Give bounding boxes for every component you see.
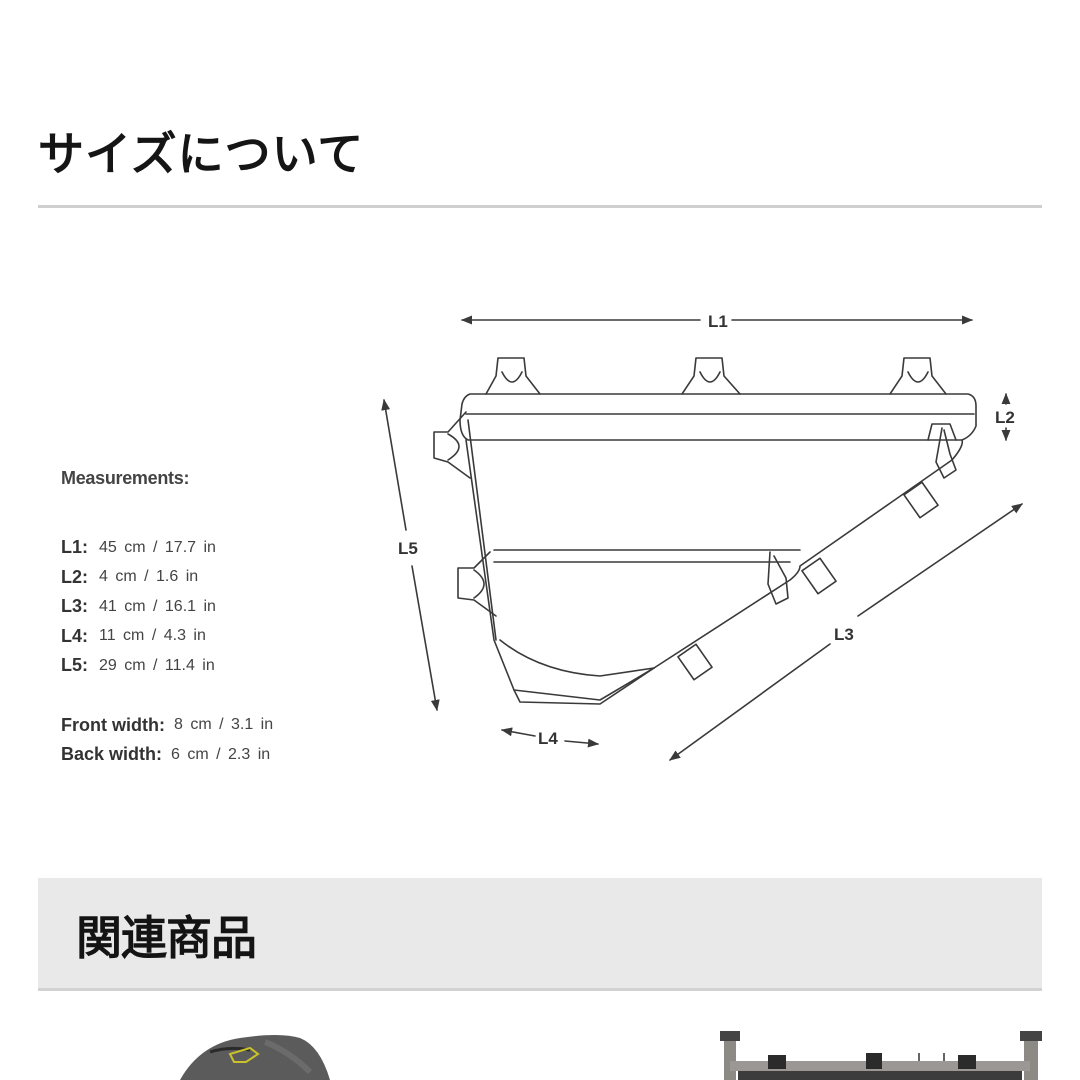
measurement-value: 8 cm / 3.1 in <box>173 716 274 734</box>
l2-label: L2 <box>995 408 1015 427</box>
measurements-heading: Measurements: <box>61 468 190 488</box>
measurement-value: 6 cm / 2.3 in <box>171 745 271 763</box>
measurement-key: L1: <box>61 537 88 558</box>
related-product-1-image[interactable] <box>170 1032 380 1080</box>
measurement-row-l4: L4: 11 cm / 4.3 in <box>61 622 273 652</box>
measurement-row-front-width: Front width: 8 cm / 3.1 in <box>61 711 273 741</box>
measurement-key: Back width: <box>61 744 163 765</box>
measurement-key: L4: <box>61 625 88 646</box>
measurement-row-l1: L1: 45 cm / 17.7 in <box>61 533 273 563</box>
measurement-key: L3: <box>61 596 88 617</box>
measurement-value: 41 cm / 16.1 in <box>99 597 216 615</box>
related-products-title: 関連商品 <box>76 911 257 965</box>
l1-label: L1 <box>708 312 728 331</box>
l5-dimension-arrow <box>381 398 440 712</box>
frame-bag-dimension-diagram: L1 L2 L5 L3 L4 <box>370 290 1050 780</box>
measurement-key: L5: <box>61 655 88 676</box>
related-product-2-image[interactable] <box>718 1025 1042 1080</box>
measurement-row-l2: L2: 4 cm / 1.6 in <box>61 563 273 593</box>
measurement-value: 11 cm / 4.3 in <box>99 627 206 645</box>
measurement-value: 45 cm / 17.7 in <box>99 538 216 556</box>
measurement-row-l3: L3: 41 cm / 16.1 in <box>61 592 273 622</box>
measurement-value: 4 cm / 1.6 in <box>99 568 199 586</box>
measurement-key: L2: <box>61 566 88 587</box>
l3-dimension-arrow <box>669 503 1023 761</box>
measurements-list: Measurements: L1: 45 cm / 17.7 in L2: 4 … <box>61 468 273 770</box>
measurement-value: 29 cm / 11.4 in <box>99 656 215 674</box>
measurement-key: Front width: <box>61 714 165 735</box>
measurement-row-l5: L5: 29 cm / 11.4 in <box>61 651 273 681</box>
l4-label: L4 <box>538 729 558 748</box>
l4-dimension-arrow <box>500 727 600 748</box>
measurement-row-back-width: Back width: 6 cm / 2.3 in <box>61 740 273 770</box>
section-divider <box>38 205 1042 208</box>
frame-bag-illustration <box>433 357 977 705</box>
size-section-title: サイズについて <box>38 127 365 181</box>
l3-label: L3 <box>834 625 854 644</box>
related-products-header: 関連商品 <box>38 878 1042 991</box>
l5-label: L5 <box>398 539 418 558</box>
